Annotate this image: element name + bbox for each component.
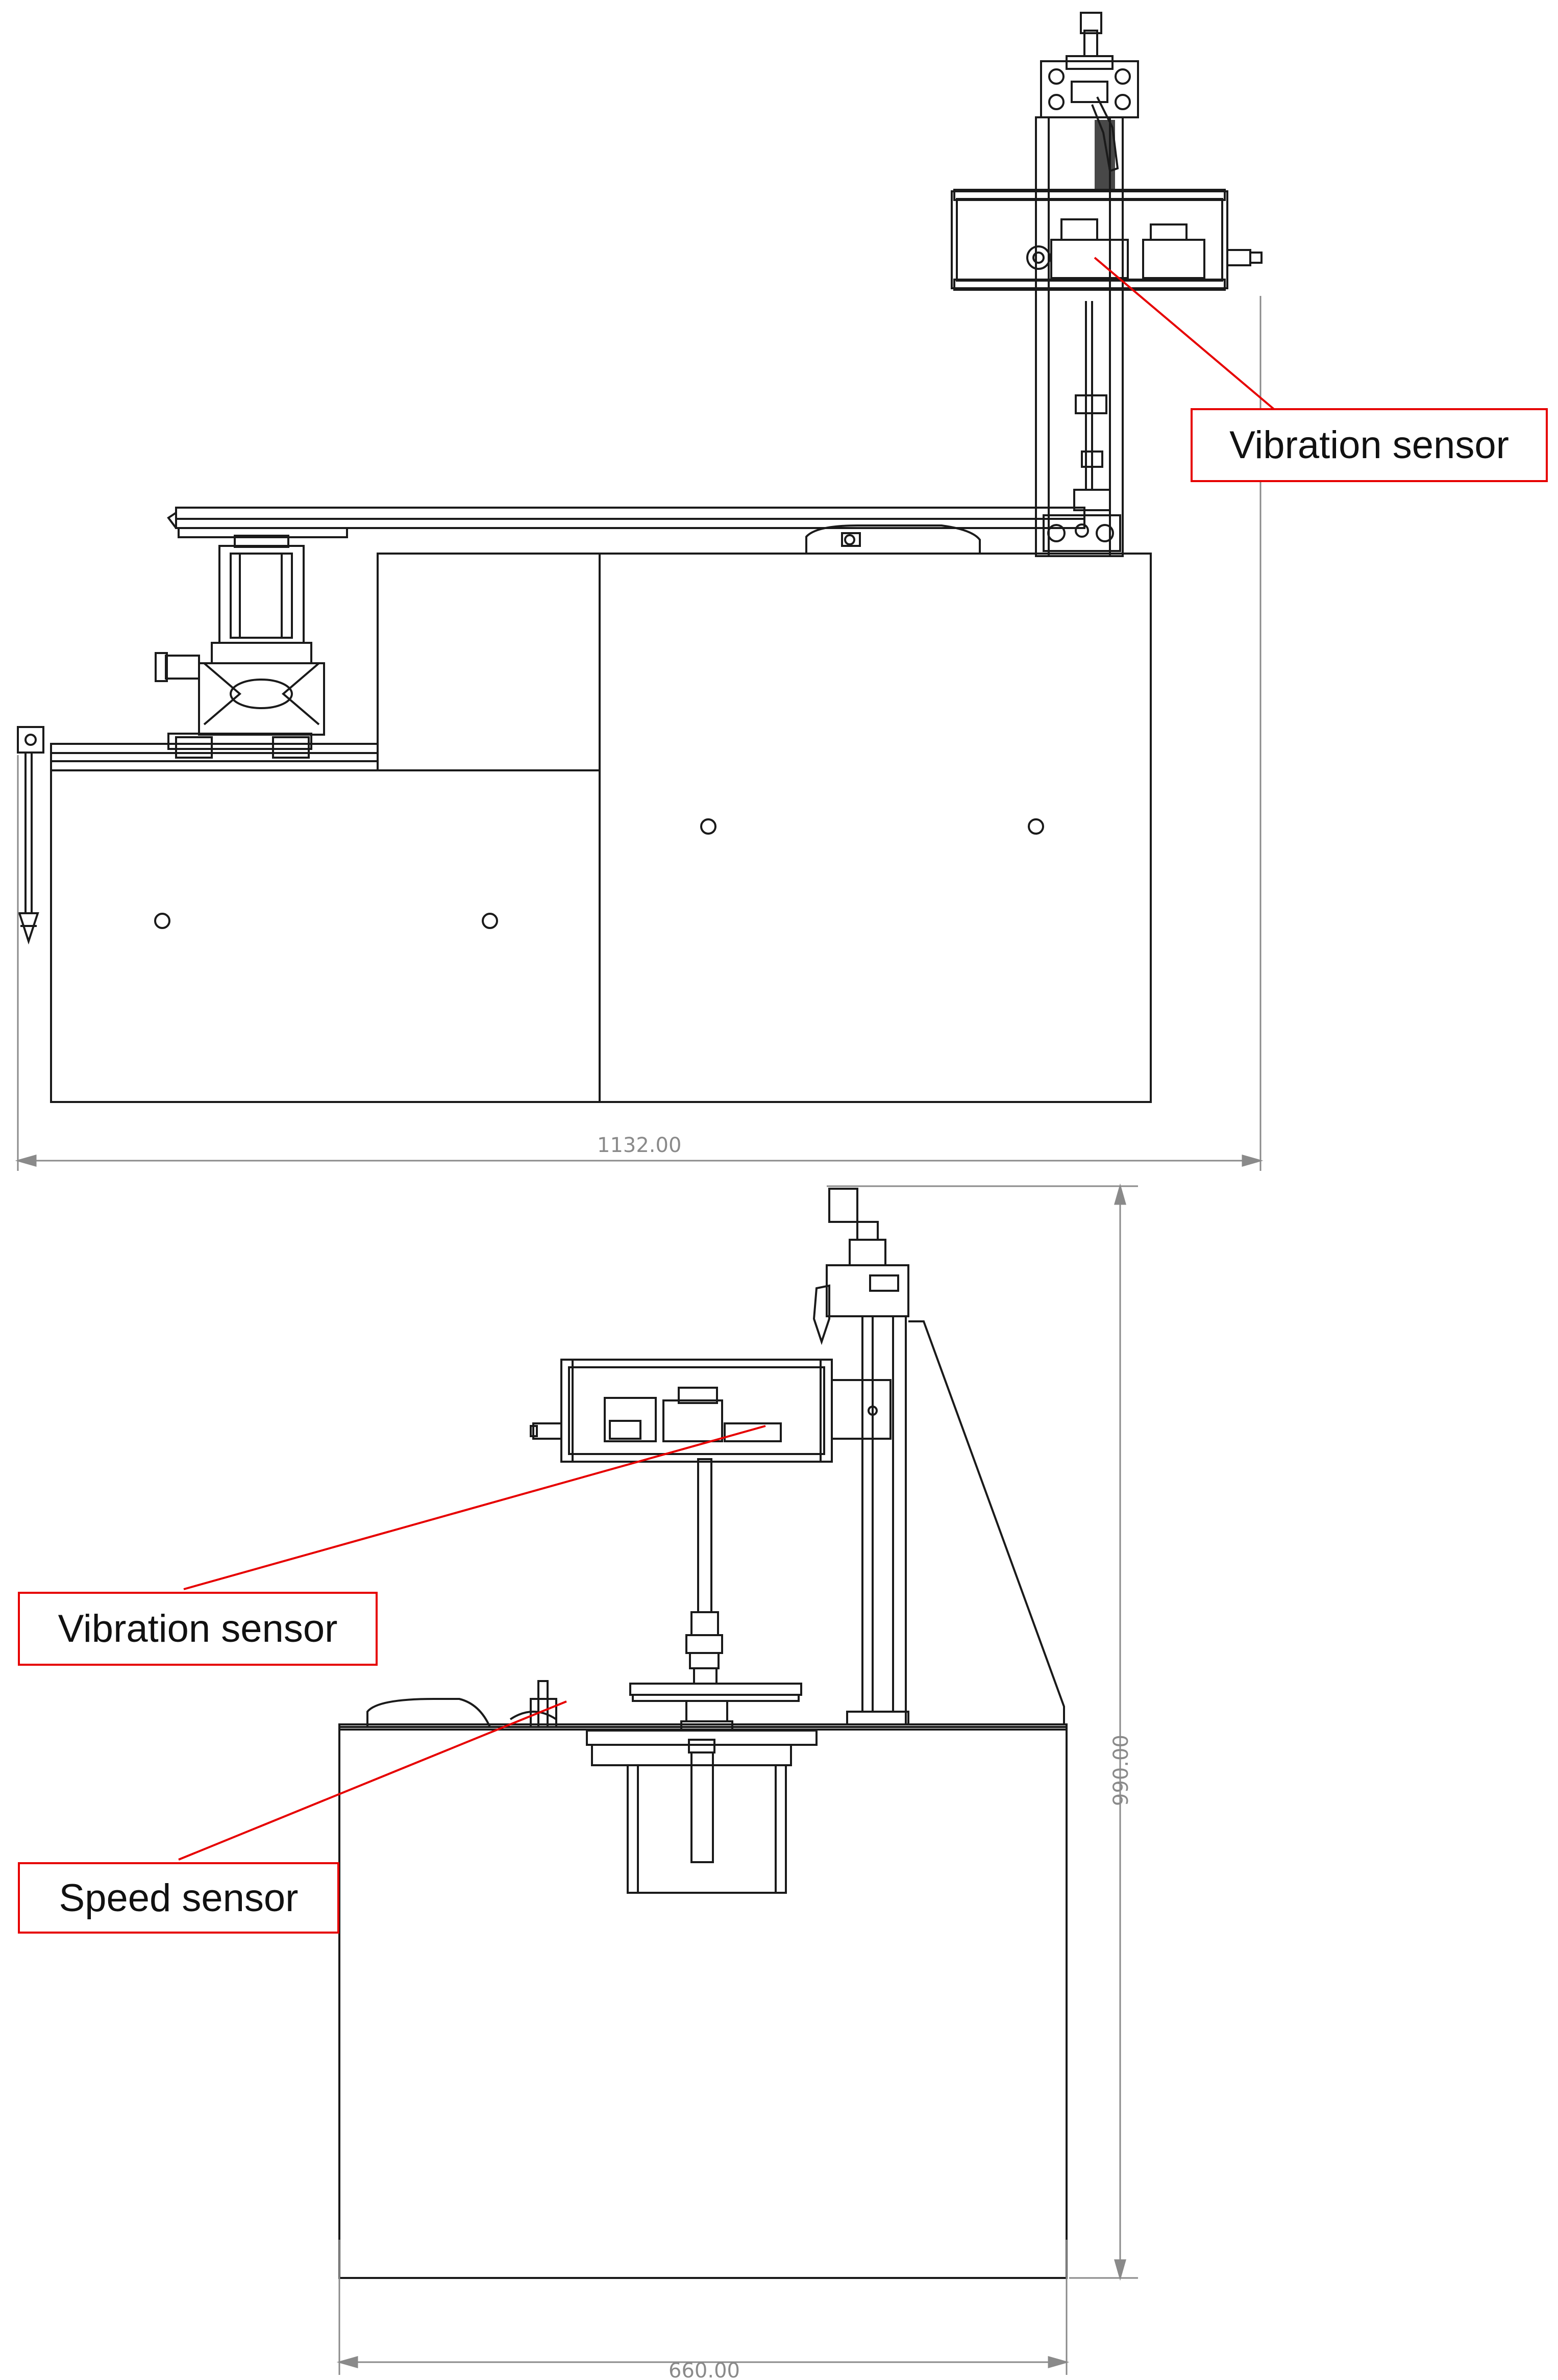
motor-housing [591,1739,792,1894]
lift-jack [155,535,325,736]
cabinet-left-step [377,553,600,770]
side-width-label: 660.00 [669,2359,740,2380]
side-width-dimension [336,2240,1070,2375]
sensor-box [951,189,1263,291]
panel-screw [482,913,498,929]
side-vibration-callout: Vibration sensor [18,1592,378,1666]
top-vibration-leader [1094,257,1277,412]
hanging-weight [17,726,44,945]
side-vibration-leader [183,1425,766,1590]
side-crank [812,1188,909,1345]
cabinet-right-panel [599,553,1152,1103]
vertical-shaft [685,1458,723,1685]
side-view [336,1183,1138,2375]
belt-arm [167,507,1085,538]
linear-rail [50,733,379,771]
turntable [586,1683,818,1746]
cabinet-left-panel [50,769,601,1103]
panel-screw [1028,818,1044,835]
side-height-label: 990.00 [1109,1735,1133,1806]
side-height-dimension [827,1183,1138,2281]
side-cabinet [338,1726,1068,2279]
side-speed-leader [178,1700,567,1861]
panel-screw [700,818,716,835]
top-width-label: 1132.00 [597,1134,681,1157]
panel-screw [154,913,170,929]
side-sensor-box [530,1359,892,1463]
speed-sensor-housing [805,524,981,554]
side-speed-callout: Speed sensor [18,1862,339,1934]
top-view [15,12,1264,1171]
top-vibration-callout: Vibration sensor [1191,408,1548,482]
side-column [846,1315,1065,1725]
side-speed-sensor-bracket [366,1680,557,1728]
top-crank [1040,12,1139,191]
